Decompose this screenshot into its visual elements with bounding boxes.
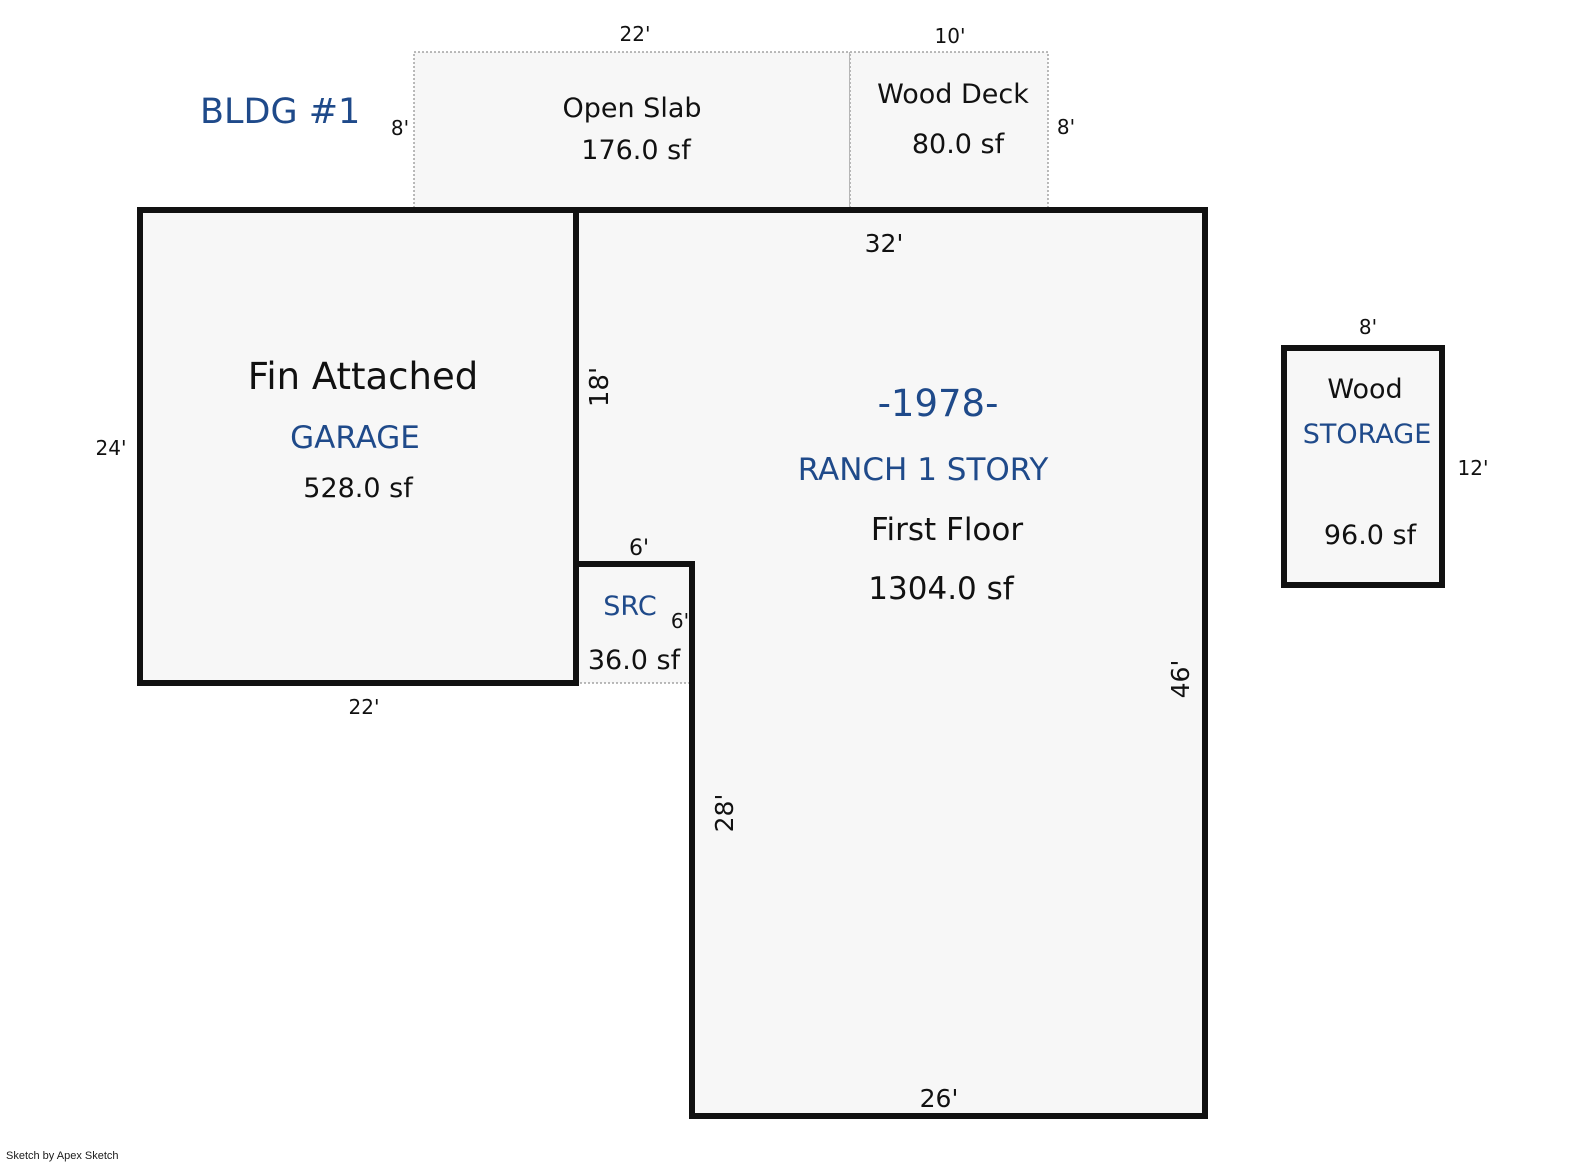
open-slab-area	[413, 51, 851, 209]
garage-dim-bottom: 22'	[349, 695, 380, 719]
garage-dim-left: 24'	[96, 436, 127, 460]
src-area-label: 36.0 sf	[588, 645, 682, 676]
storage-dim-right: 12'	[1458, 456, 1489, 480]
house-dim-left: 28'	[710, 794, 739, 833]
house-style: RANCH 1 STORY	[798, 452, 1049, 488]
src-area	[576, 564, 692, 683]
house-floor: First Floor	[871, 512, 1023, 548]
storage-area-label: 96.0 sf	[1324, 520, 1418, 551]
house-area-label: 1304.0 sf	[868, 571, 1014, 607]
wood-deck-dim-right: 8'	[1057, 115, 1075, 139]
house-dim-right: 46'	[1166, 660, 1195, 699]
storage-dim-top: 8'	[1359, 315, 1377, 339]
garage-line1: Fin Attached	[248, 355, 478, 398]
wood-deck-name: Wood Deck	[877, 79, 1029, 110]
open-slab-name: Open Slab	[562, 93, 701, 124]
sketch-credit: Sketch by Apex Sketch	[6, 1150, 119, 1162]
storage-line1: Wood	[1327, 374, 1402, 405]
house-dim-bottom: 26'	[920, 1084, 959, 1113]
open-slab-dim-top: 22'	[620, 22, 651, 46]
src-dim-top: 6'	[629, 536, 649, 561]
storage-line2: STORAGE	[1303, 419, 1432, 450]
garage-line2: GARAGE	[290, 420, 420, 456]
building-title: BLDG #1	[200, 92, 360, 132]
open-slab-dim-left: 8'	[391, 116, 409, 140]
storage-outline	[1281, 345, 1445, 588]
garage-outline	[137, 207, 579, 686]
wood-deck-dim-top: 10'	[935, 24, 966, 48]
garage-dim-right: 18'	[585, 367, 615, 407]
open-slab-area-label: 176.0 sf	[581, 135, 692, 166]
house-year: -1978-	[878, 382, 999, 425]
src-dim-right: 6'	[671, 609, 689, 633]
house-dim-top: 32'	[865, 229, 904, 258]
src-name: SRC	[603, 591, 656, 622]
wood-deck-area	[849, 51, 1049, 209]
garage-area-label: 528.0 sf	[303, 473, 414, 504]
wood-deck-area-label: 80.0 sf	[912, 129, 1006, 160]
